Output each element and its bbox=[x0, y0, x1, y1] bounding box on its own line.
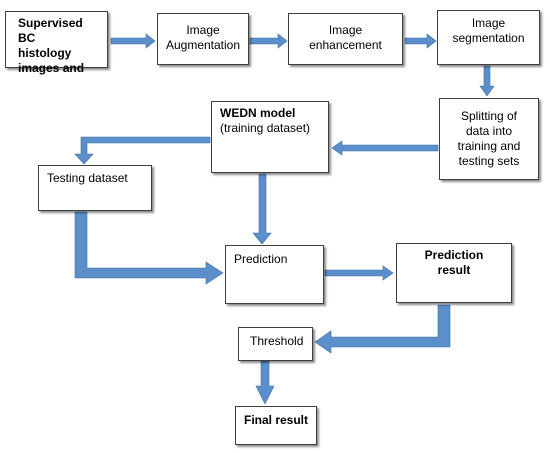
node-prediction-label: Prediction bbox=[234, 252, 288, 266]
node-final-result: Final result bbox=[235, 406, 317, 445]
arrow-testing-to-prediction bbox=[74, 211, 224, 285]
node-image-segmentation: Image segmentation bbox=[437, 10, 540, 65]
node-prediction-result: Prediction result bbox=[396, 243, 512, 303]
arrow-wedn-to-prediction bbox=[252, 173, 272, 245]
arrow-input-to-augmentation bbox=[110, 33, 156, 49]
node-image-enhancement: Image enhancement bbox=[288, 13, 403, 65]
node-image-augmentation: Image Augmentation bbox=[157, 13, 249, 65]
node-input-images: Supervised BC histology images and bbox=[5, 11, 108, 75]
node-image-enhancement-label: Image enhancement bbox=[309, 23, 382, 52]
arrow-wedn-to-testing bbox=[74, 136, 211, 165]
node-input-images-label: Supervised BC histology images and bbox=[18, 16, 85, 75]
arrow-enhancement-to-segmentation bbox=[404, 33, 437, 49]
node-prediction: Prediction bbox=[225, 245, 324, 304]
arrow-result-to-threshold bbox=[314, 304, 451, 354]
node-wedn-model-subtitle: (training dataset) bbox=[220, 121, 311, 135]
node-image-augmentation-label: Image Augmentation bbox=[165, 23, 241, 52]
node-splitting-data: Splitting of data into training and test… bbox=[439, 98, 539, 180]
node-wedn-model-title: WEDN model bbox=[220, 106, 296, 120]
node-threshold: Threshold bbox=[238, 327, 313, 361]
node-testing-dataset-label: Testing dataset bbox=[47, 171, 128, 185]
node-testing-dataset: Testing dataset bbox=[38, 165, 152, 211]
node-wedn-model: WEDN model (training dataset) bbox=[211, 101, 329, 173]
arrow-splitting-to-wedn bbox=[331, 140, 439, 156]
node-image-segmentation-label: Image segmentation bbox=[452, 16, 525, 45]
arrow-augmentation-to-enhancement bbox=[249, 33, 288, 49]
node-final-result-label: Final result bbox=[244, 413, 309, 427]
node-prediction-result-label: Prediction result bbox=[424, 248, 484, 277]
arrow-segmentation-to-splitting bbox=[479, 65, 495, 97]
node-threshold-label: Threshold bbox=[250, 334, 304, 348]
arrow-threshold-to-final bbox=[255, 360, 275, 405]
node-splitting-data-label: Splitting of data into training and test… bbox=[457, 109, 521, 168]
arrow-prediction-to-result bbox=[324, 265, 394, 281]
